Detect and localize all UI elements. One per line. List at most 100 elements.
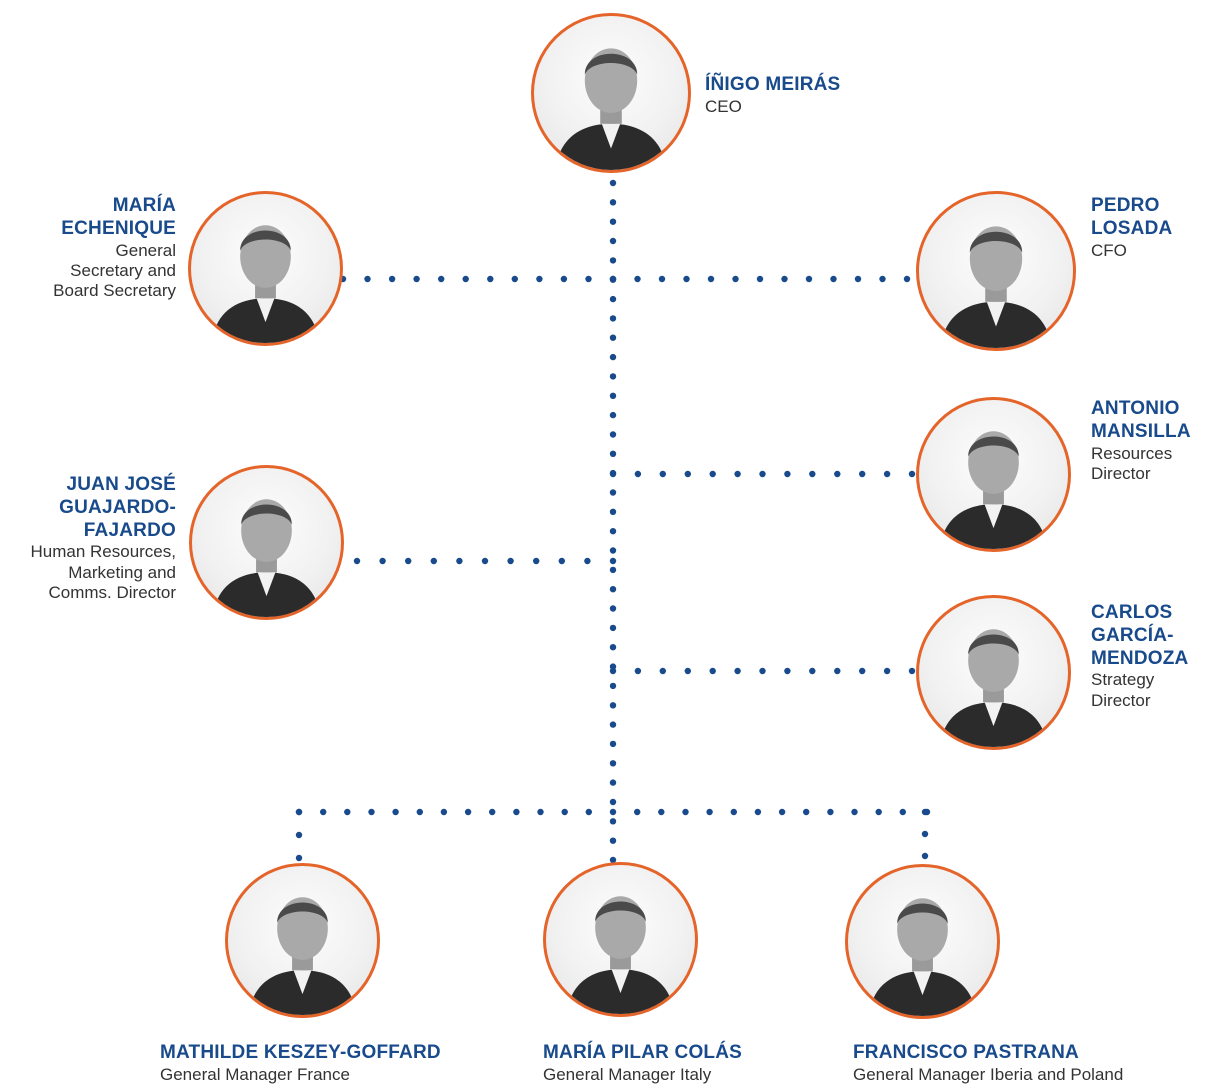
connector-dot <box>353 557 361 565</box>
connector-dot <box>908 667 916 675</box>
person-role-line: Secretary and <box>70 260 176 280</box>
photo-general-secretary <box>188 191 343 346</box>
connector-dot <box>609 605 617 612</box>
connector-dot <box>558 557 565 565</box>
connector-dot <box>609 489 617 496</box>
person-role-line: Comms. Director <box>48 583 176 603</box>
connector-dot <box>609 315 617 322</box>
connector-dot <box>561 808 568 816</box>
portrait-silhouette <box>566 896 675 1014</box>
person-general-secretary: MARÍA ECHENIQUE General Secretary and Bo… <box>53 195 176 302</box>
person-name: ÍÑIGO MEIRÁS <box>705 74 841 95</box>
connector-dot <box>834 667 841 675</box>
connector-dot <box>809 667 816 675</box>
connector-dot <box>730 808 737 816</box>
connector-dot <box>879 275 886 283</box>
connector-dot <box>609 257 617 264</box>
connector-dot <box>854 275 862 283</box>
person-resources-director: ANTONIO MANSILLA Resources Director <box>1091 398 1191 484</box>
connector-dot <box>430 557 437 565</box>
connector-dot <box>609 779 617 786</box>
person-name-line: GUAJARDO- <box>59 496 176 518</box>
connector-dot <box>921 830 929 838</box>
connector-dot <box>609 508 617 515</box>
portrait-silhouette <box>248 897 357 1015</box>
connector-dot <box>921 852 929 860</box>
connector-dot <box>634 470 642 478</box>
connector-dot <box>609 644 617 651</box>
person-name-line: MARÍA <box>112 195 176 216</box>
connector-dot <box>609 470 617 478</box>
connector-dot <box>706 808 713 816</box>
photo-gm-italy <box>543 862 698 1017</box>
person-name-line: CARLOS <box>1091 602 1173 623</box>
person-role: General Manager Iberia and Poland <box>853 1064 1124 1084</box>
connector-dot <box>756 275 764 283</box>
connector-dot <box>609 808 617 816</box>
connector-dot <box>533 557 540 565</box>
connector-dot <box>584 557 591 565</box>
connector-dot <box>609 237 617 245</box>
person-name-line: PEDRO <box>1091 195 1160 216</box>
connector-dot <box>585 275 592 283</box>
person-role-line: Marketing and <box>68 562 176 582</box>
portrait-silhouette <box>212 499 321 617</box>
person-role: CEO <box>705 96 742 116</box>
connector-dot <box>609 547 617 554</box>
connector-dot <box>759 667 766 675</box>
person-name: MARÍA PILAR COLÁS <box>543 1042 743 1063</box>
connector-dot <box>634 275 641 283</box>
connector-dot <box>609 373 617 380</box>
portrait-silhouette <box>939 431 1048 549</box>
connector-dot <box>659 667 666 675</box>
person-role-line: General <box>115 240 176 260</box>
photo-strategy-director <box>916 595 1071 750</box>
connector-dot <box>803 808 810 816</box>
person-role-line: Director <box>1091 463 1151 483</box>
connector-dot <box>634 667 642 675</box>
connector-dot <box>830 275 837 283</box>
person-cfo: PEDRO LOSADA CFO <box>1091 195 1172 261</box>
connector-dot <box>511 275 518 283</box>
person-strategy-director: CARLOS GARCÍA- MENDOZA Strategy Director <box>1091 602 1188 711</box>
connector-dot <box>320 808 327 816</box>
connector-dot <box>609 856 617 864</box>
connector-dot <box>364 275 371 283</box>
connector-dot <box>609 702 617 709</box>
connector-dot <box>536 275 543 283</box>
connector-dot <box>489 808 496 816</box>
connector-dot <box>537 808 544 816</box>
person-role: General Manager Italy <box>543 1064 712 1084</box>
connector-dot <box>908 470 916 478</box>
connector-dot <box>778 808 786 816</box>
connector-dot <box>903 275 911 283</box>
connector-dot <box>899 808 906 816</box>
connector-dot <box>851 808 858 816</box>
connector-dot <box>462 275 469 283</box>
connector-dot <box>709 667 716 675</box>
person-role-line: Director <box>1091 690 1151 710</box>
connector-dot <box>295 831 303 839</box>
photo-cfo <box>916 191 1076 351</box>
connector-dot <box>784 470 791 478</box>
person-gm-iberia-poland: FRANCISCO PASTRANA General Manager Iberi… <box>853 1042 1123 1085</box>
person-role-line: Strategy <box>1091 670 1155 690</box>
person-hr-director: JUAN JOSÉ GUAJARDO- FAJARDO Human Resour… <box>30 474 176 604</box>
connector-dot <box>759 470 766 478</box>
connector-dot <box>609 760 617 767</box>
connector-dot <box>658 808 665 816</box>
connector-dot <box>481 557 489 565</box>
connector-dot <box>405 557 412 565</box>
person-name-line: LOSADA <box>1091 217 1173 239</box>
connector-dot <box>634 808 641 816</box>
connector-dot <box>295 808 303 816</box>
photo-hr-director <box>189 465 344 620</box>
person-role: CFO <box>1091 240 1127 260</box>
connector-dot <box>809 470 816 478</box>
connector-dot <box>609 179 617 187</box>
connector-dot <box>734 470 741 478</box>
person-name-line: FAJARDO <box>83 519 176 541</box>
connector-dot <box>784 667 791 675</box>
person-name: MATHILDE KESZEY-GOFFARD <box>160 1042 441 1063</box>
